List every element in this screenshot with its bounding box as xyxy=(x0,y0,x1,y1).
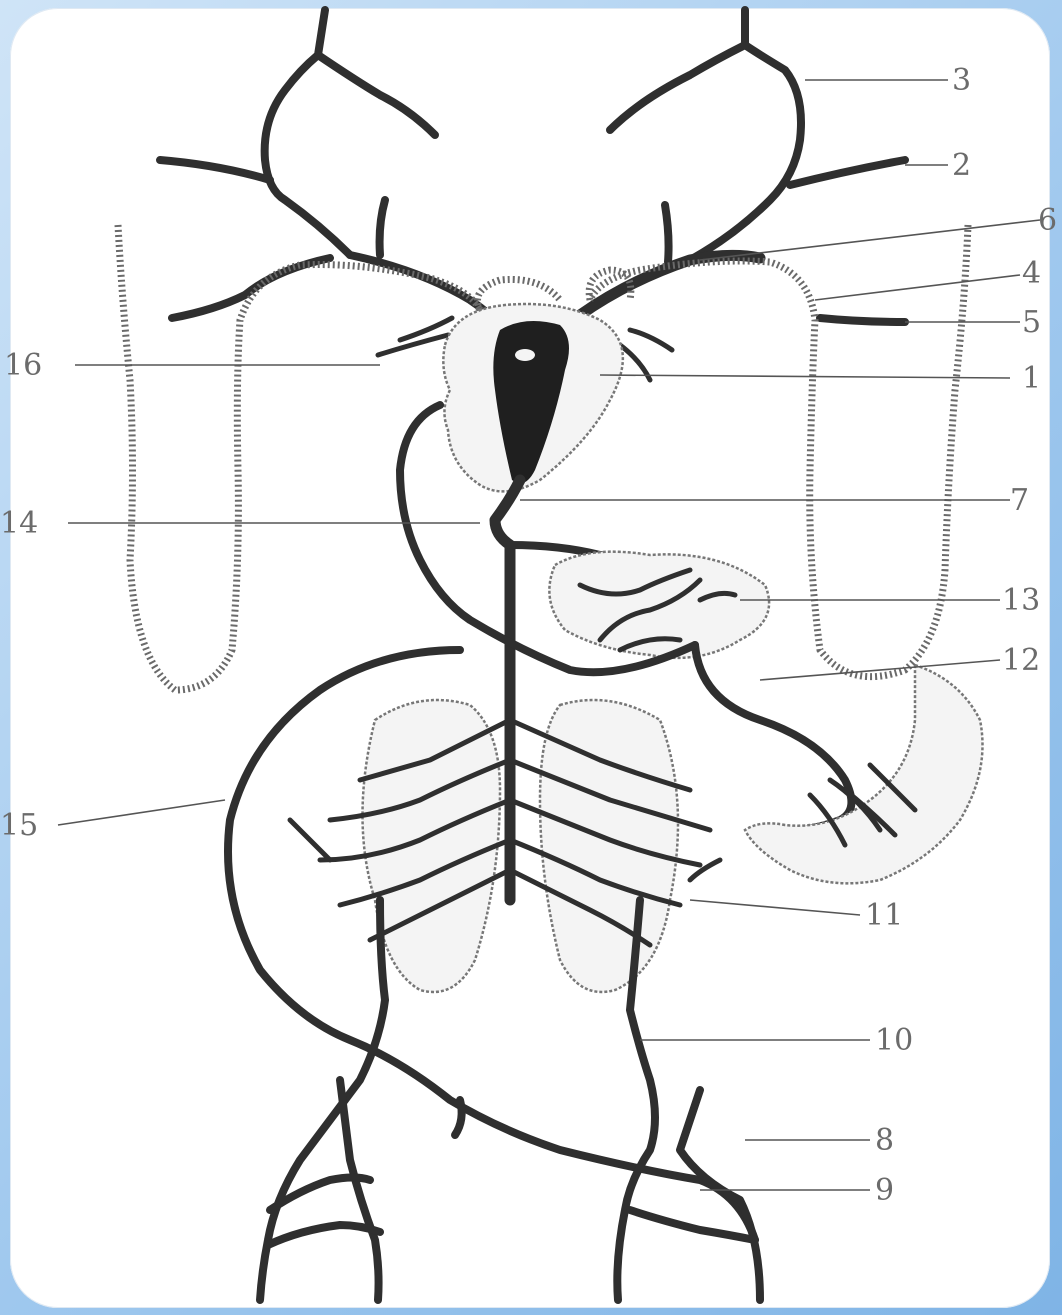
carotid-arteries xyxy=(160,10,905,260)
heart xyxy=(443,304,623,491)
label-2: 2 xyxy=(952,148,971,183)
label-4: 4 xyxy=(1022,256,1041,291)
label-8: 8 xyxy=(875,1123,894,1158)
labels: 3 2 6 4 5 1 7 13 12 11 10 8 9 14 16 15 xyxy=(0,63,1057,1208)
label-1: 1 xyxy=(1022,361,1041,396)
label-9: 9 xyxy=(875,1173,894,1208)
portal-system xyxy=(695,645,983,883)
label-5: 5 xyxy=(1022,305,1041,340)
label-6: 6 xyxy=(1038,203,1057,238)
label-13: 13 xyxy=(1002,583,1040,618)
label-14: 14 xyxy=(0,506,38,541)
label-12: 12 xyxy=(1002,643,1040,678)
label-3: 3 xyxy=(952,63,971,98)
label-10: 10 xyxy=(875,1023,913,1058)
label-16: 16 xyxy=(4,348,42,383)
label-15: 15 xyxy=(0,808,38,843)
hind-limb-vessels xyxy=(260,900,760,1300)
label-7: 7 xyxy=(1010,483,1029,518)
liver xyxy=(549,552,769,658)
label-11: 11 xyxy=(865,898,903,933)
